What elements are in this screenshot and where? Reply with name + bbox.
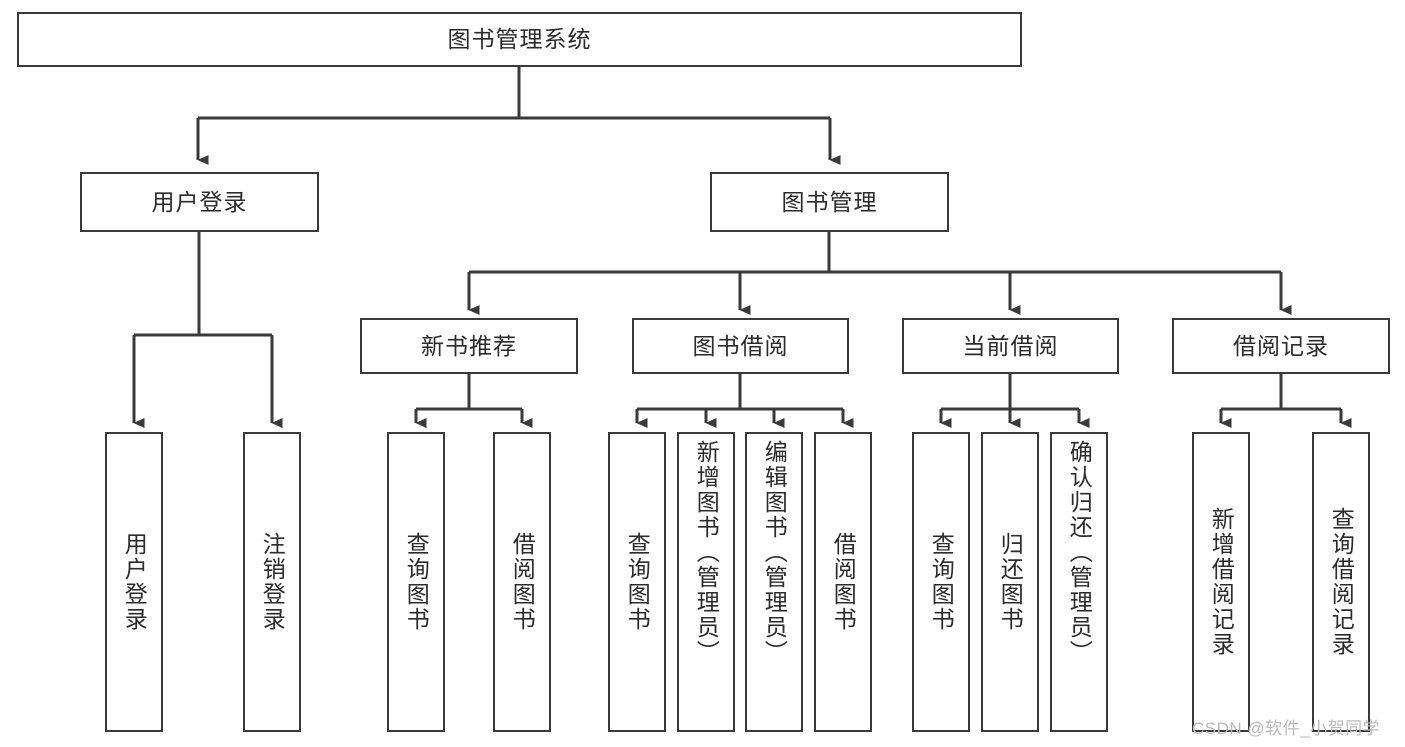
- leaf-newbook-borrow-book-label: 借阅图书: [509, 532, 536, 632]
- node-borrow-record-label: 借阅记录: [1233, 332, 1329, 359]
- leaf-borrow-add-book-admin-label: 新增图书（管理员）: [693, 440, 720, 665]
- leaf-newbook-query-book[interactable]: 查询图书: [387, 432, 445, 732]
- node-book-management[interactable]: 图书管理: [710, 172, 949, 232]
- node-current-borrow[interactable]: 当前借阅: [902, 318, 1119, 374]
- node-user-login[interactable]: 用户登录: [80, 172, 319, 232]
- leaf-current-return-book[interactable]: 归还图书: [981, 432, 1039, 732]
- csdn-watermark: CSDN @软件_小贺同学: [1192, 719, 1381, 738]
- leaf-newbook-query-book-label: 查询图书: [403, 532, 430, 632]
- leaf-current-confirm-return-admin-label: 确认归还（管理员）: [1066, 440, 1093, 665]
- leaf-borrow-borrow-book-label: 借阅图书: [830, 532, 857, 632]
- leaf-current-return-book-label: 归还图书: [997, 532, 1024, 632]
- leaf-current-query-book[interactable]: 查询图书: [912, 432, 970, 732]
- leaf-borrow-edit-book-admin-label: 编辑图书（管理员）: [761, 440, 788, 665]
- leaf-record-query-record-label: 查询借阅记录: [1328, 507, 1355, 657]
- leaf-current-query-book-label: 查询图书: [928, 532, 955, 632]
- leaf-record-query-record[interactable]: 查询借阅记录: [1312, 432, 1370, 732]
- leaf-borrow-add-book-admin[interactable]: 新增图书（管理员）: [677, 432, 735, 732]
- leaf-record-add-record-label: 新增借阅记录: [1208, 507, 1235, 657]
- leaf-borrow-edit-book-admin[interactable]: 编辑图书（管理员）: [745, 432, 803, 732]
- node-borrow-record[interactable]: 借阅记录: [1172, 318, 1390, 374]
- leaf-user-login-login-label: 用户登录: [121, 532, 148, 632]
- node-book-borrow-label: 图书借阅: [692, 332, 789, 359]
- leaf-user-login-login[interactable]: 用户登录: [105, 432, 163, 732]
- node-book-management-label: 图书管理: [781, 188, 878, 215]
- node-user-login-label: 用户登录: [151, 188, 248, 215]
- leaf-newbook-borrow-book[interactable]: 借阅图书: [493, 432, 551, 732]
- leaf-borrow-query-book[interactable]: 查询图书: [608, 432, 666, 732]
- leaf-current-confirm-return-admin[interactable]: 确认归还（管理员）: [1050, 432, 1108, 732]
- node-current-borrow-label: 当前借阅: [962, 332, 1059, 359]
- node-root-system[interactable]: 图书管理系统: [17, 12, 1022, 67]
- leaf-borrow-query-book-label: 查询图书: [624, 532, 651, 632]
- leaf-borrow-borrow-book[interactable]: 借阅图书: [814, 432, 872, 732]
- node-book-borrow[interactable]: 图书借阅: [632, 318, 849, 374]
- leaf-record-add-record[interactable]: 新增借阅记录: [1192, 432, 1250, 732]
- node-new-book-recommend[interactable]: 新书推荐: [360, 318, 578, 374]
- node-root-system-label: 图书管理系统: [447, 26, 592, 52]
- leaf-user-login-logout[interactable]: 注销登录: [243, 432, 301, 732]
- leaf-user-login-logout-label: 注销登录: [259, 532, 286, 632]
- node-new-book-recommend-label: 新书推荐: [421, 332, 517, 359]
